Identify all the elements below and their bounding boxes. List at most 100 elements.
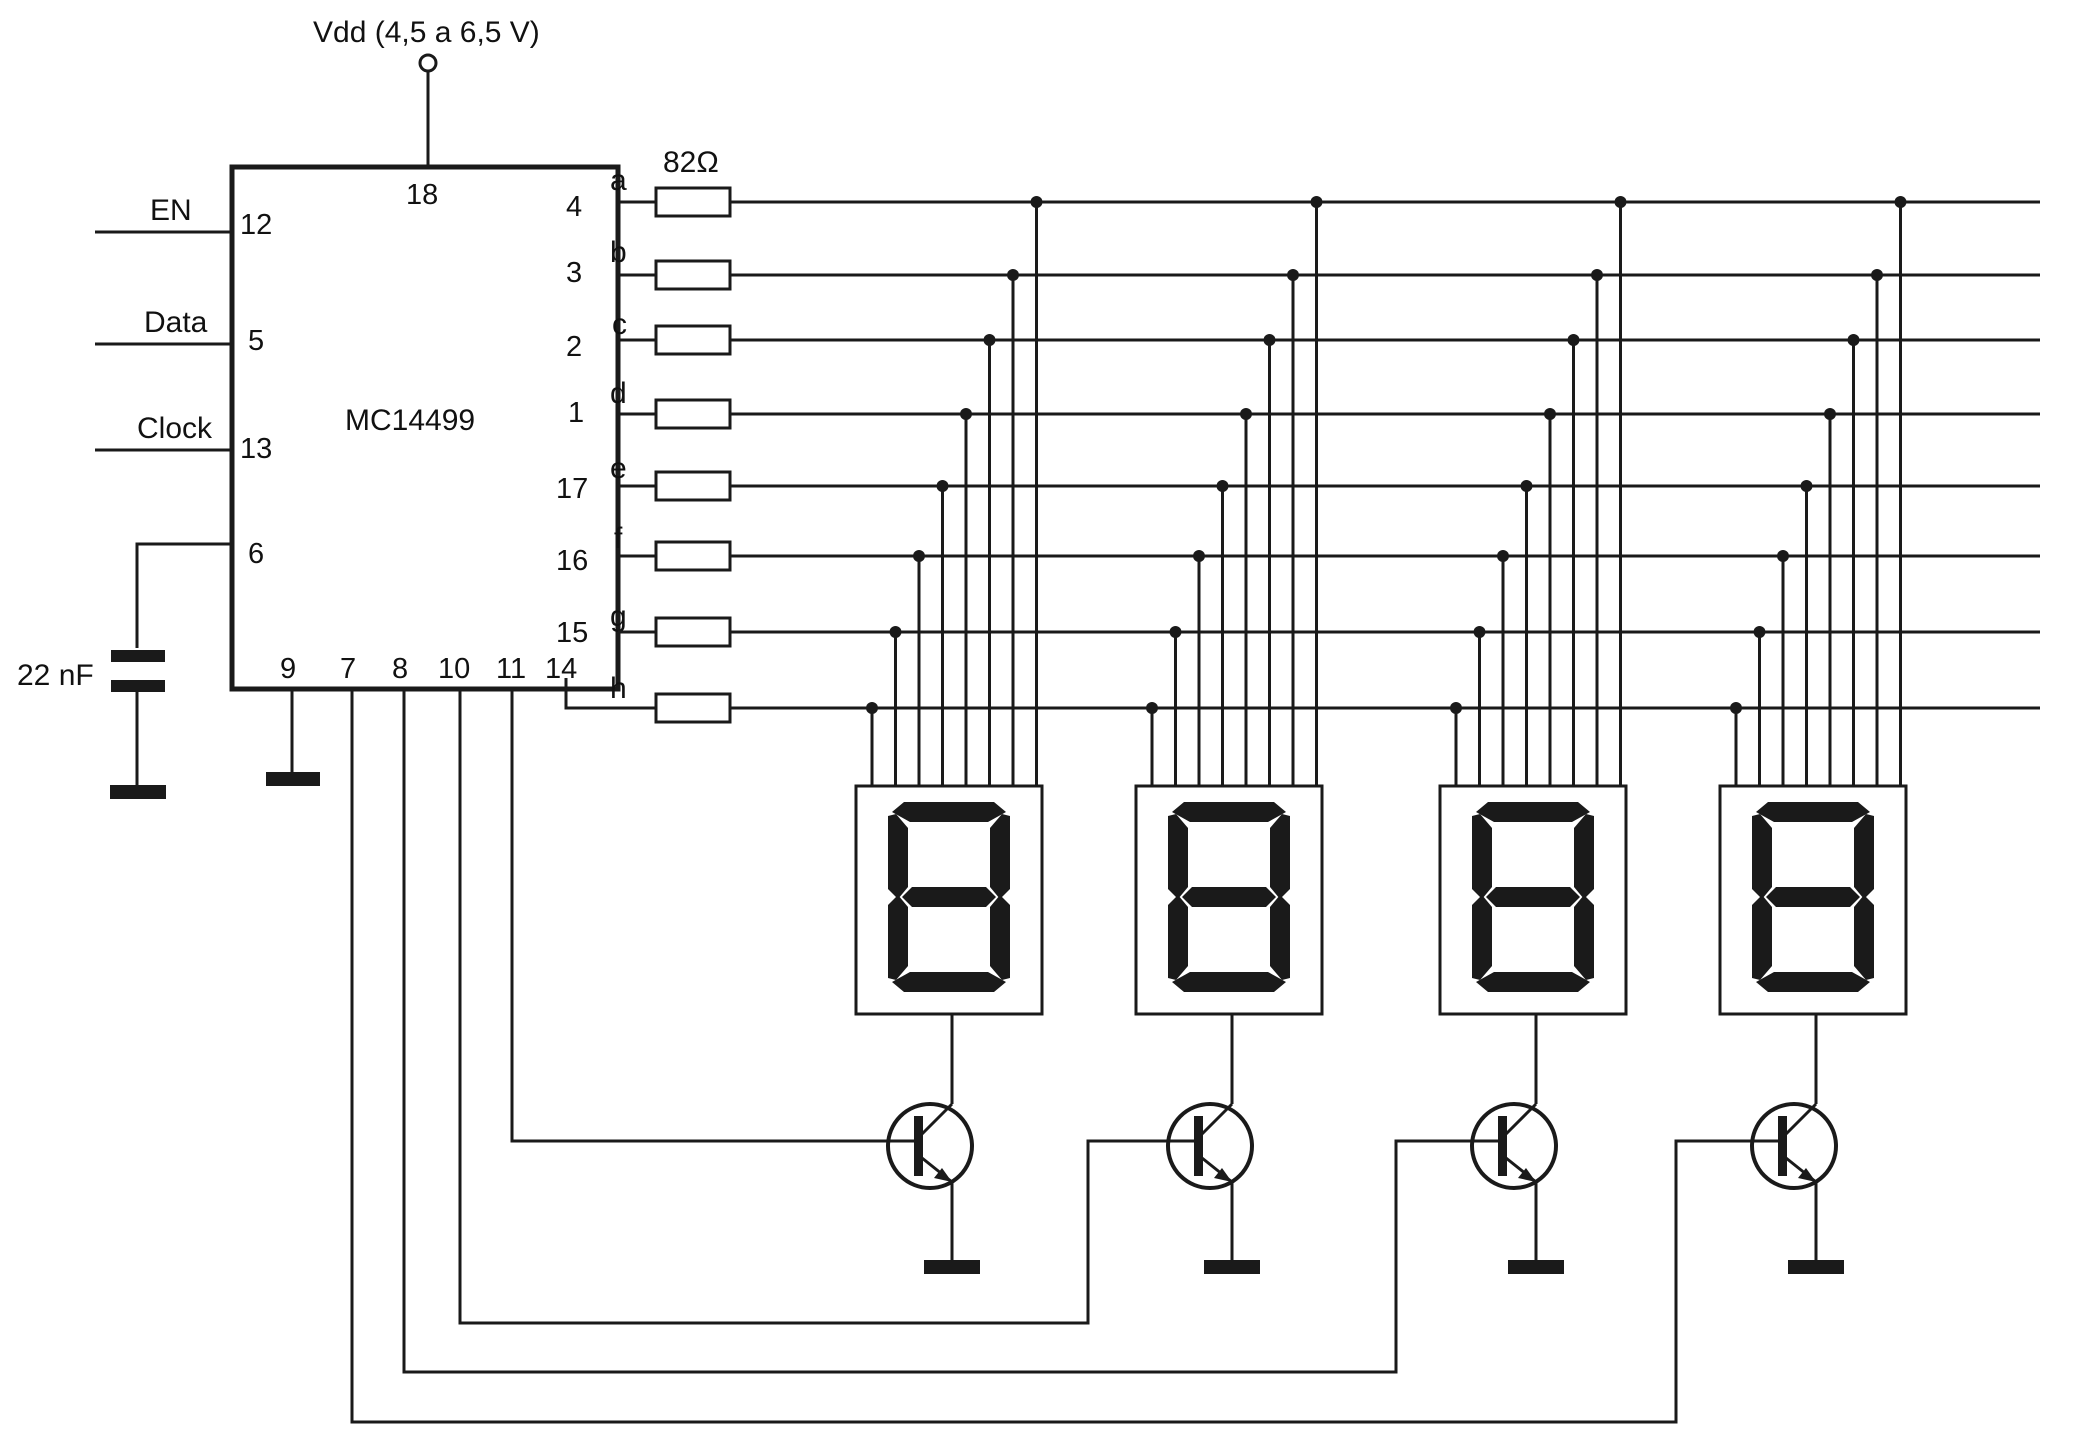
- digit-4-junction-f: [1777, 550, 1789, 562]
- seg-label-b: b: [610, 236, 627, 269]
- capacitor-plate-top: [111, 650, 165, 662]
- clock-pin-number: 13: [240, 433, 272, 465]
- digit-4-junction-h: [1730, 702, 1742, 714]
- bottom-pin-9: 9: [280, 653, 296, 685]
- digit-3-segment-e: [1472, 895, 1492, 980]
- digit-1-segment-a: [892, 802, 1006, 822]
- digit-2-junction-f: [1193, 550, 1205, 562]
- seg-label-f: f: [614, 522, 623, 555]
- digit-2-segment-g: [1182, 887, 1276, 907]
- digit-3-emitter-arrow-icon: [1518, 1168, 1536, 1182]
- seg-pin-a: 4: [566, 191, 582, 223]
- digit-4-select-wire: [350, 689, 1778, 1424]
- digit-3-segment-a: [1476, 802, 1590, 822]
- digit-3-junction-c: [1567, 334, 1580, 346]
- digit-4-junction-e: [1800, 480, 1813, 492]
- digit-1-ground-icon: [924, 1260, 980, 1274]
- digit-1-segment-f: [888, 814, 908, 899]
- digit-4-junction-b: [1871, 269, 1883, 281]
- ic-name: MC14499: [345, 404, 475, 437]
- digit-3-segment-g: [1486, 887, 1580, 907]
- digit-4-segment-a: [1756, 802, 1870, 822]
- digit-3-junction-b: [1591, 269, 1603, 281]
- digit-2: [1134, 196, 1324, 1274]
- digit-4-junction-a: [1894, 196, 1907, 208]
- seg-pin-e: 17: [556, 473, 588, 505]
- digit-4: [1718, 196, 1908, 1274]
- digit-4-segment-f: [1752, 814, 1772, 899]
- digit-3-junction-g: [1473, 626, 1486, 638]
- digit-2-segment-a: [1172, 802, 1286, 822]
- resistor-icon-a: [654, 186, 732, 218]
- seg-pin-d: 1: [568, 397, 584, 429]
- en-label: EN: [150, 194, 192, 227]
- digit-4-junction-d: [1824, 408, 1836, 420]
- digit-3-segment-f: [1472, 814, 1492, 899]
- digit-2-junction-b: [1287, 269, 1299, 281]
- digit-3-collector-lead: [1504, 1102, 1538, 1136]
- seg-pin-f: 16: [556, 545, 588, 577]
- resistor-icon-e: [654, 470, 732, 502]
- osc-pin-number: 6: [248, 538, 264, 570]
- digit-1-emitter-arrow-icon: [934, 1168, 952, 1182]
- resistor-icon-h: [654, 692, 732, 724]
- digit-3-junction-h: [1450, 702, 1462, 714]
- digit-2-junction-e: [1216, 480, 1229, 492]
- digit-4-segment-e: [1752, 895, 1772, 980]
- digit-2-segment-e: [1168, 895, 1188, 980]
- resistor-icon-b: [654, 259, 732, 291]
- bottom-pin-14: 14: [545, 653, 577, 685]
- digit-2-transistor-icon: [1166, 1102, 1254, 1190]
- digit-2-junction-a: [1310, 196, 1323, 208]
- en-pin-number: 12: [240, 209, 272, 241]
- digit-1-junction-d: [960, 408, 972, 420]
- digit-2-ground-icon: [1204, 1260, 1260, 1274]
- digit-4-segment-c: [1854, 895, 1874, 980]
- seg-label-g: g: [610, 600, 627, 633]
- bottom-pin-8: 8: [392, 653, 408, 685]
- vdd-label: Vdd (4,5 a 6,5 V): [313, 16, 540, 49]
- osc-wire: [135, 542, 232, 648]
- digit-2-segment-d: [1172, 972, 1286, 992]
- digit-4-transistor-icon: [1750, 1102, 1838, 1190]
- digit-2-segment-f: [1168, 814, 1188, 899]
- digit-select-wires: [350, 689, 1778, 1424]
- digit-2-select-wire: [458, 689, 1194, 1325]
- seg-label-e: e: [610, 452, 627, 485]
- seg-pin-g: 15: [556, 617, 588, 649]
- data-pin-number: 5: [248, 325, 264, 357]
- digit-4-collector-lead: [1784, 1102, 1818, 1136]
- digit-1-segment-d: [892, 972, 1006, 992]
- digit-3-transistor-base-bar: [1498, 1116, 1507, 1176]
- capacitor-plate-bottom: [111, 680, 165, 692]
- digit-2-emitter-arrow-icon: [1214, 1168, 1232, 1182]
- resistor-label: 82Ω: [663, 146, 719, 179]
- resistor-icon-f: [654, 540, 732, 572]
- data-label: Data: [144, 306, 208, 339]
- digit-1-junction-g: [889, 626, 902, 638]
- digit-4-junction-g: [1753, 626, 1766, 638]
- seg-label-c: c: [612, 308, 627, 341]
- digit-2-junction-d: [1240, 408, 1252, 420]
- digit-4-junction-c: [1847, 334, 1860, 346]
- digit-1-segment-e: [888, 895, 908, 980]
- digit-4-ground-icon: [1788, 1260, 1844, 1274]
- digit-1: [854, 196, 1044, 1274]
- digit-1-junction-e: [936, 480, 949, 492]
- digit-4-emitter-arrow-icon: [1798, 1168, 1816, 1182]
- digit-1-junction-b: [1007, 269, 1019, 281]
- digit-3-transistor-icon: [1470, 1102, 1558, 1190]
- digit-2-segment-b: [1270, 814, 1290, 899]
- digit-4-segment-b: [1854, 814, 1874, 899]
- bottom-pin-10: 10: [438, 653, 470, 685]
- digit-1-junction-c: [983, 334, 996, 346]
- resistor-icon-d: [654, 398, 732, 430]
- seg-stub-h: [564, 678, 656, 710]
- digit-1-select-wire: [510, 689, 914, 1143]
- bottom-pin-11: 11: [496, 653, 526, 685]
- digit-2-junction-c: [1263, 334, 1276, 346]
- digit-3-junction-f: [1497, 550, 1509, 562]
- pin9-ground-icon: [266, 772, 320, 786]
